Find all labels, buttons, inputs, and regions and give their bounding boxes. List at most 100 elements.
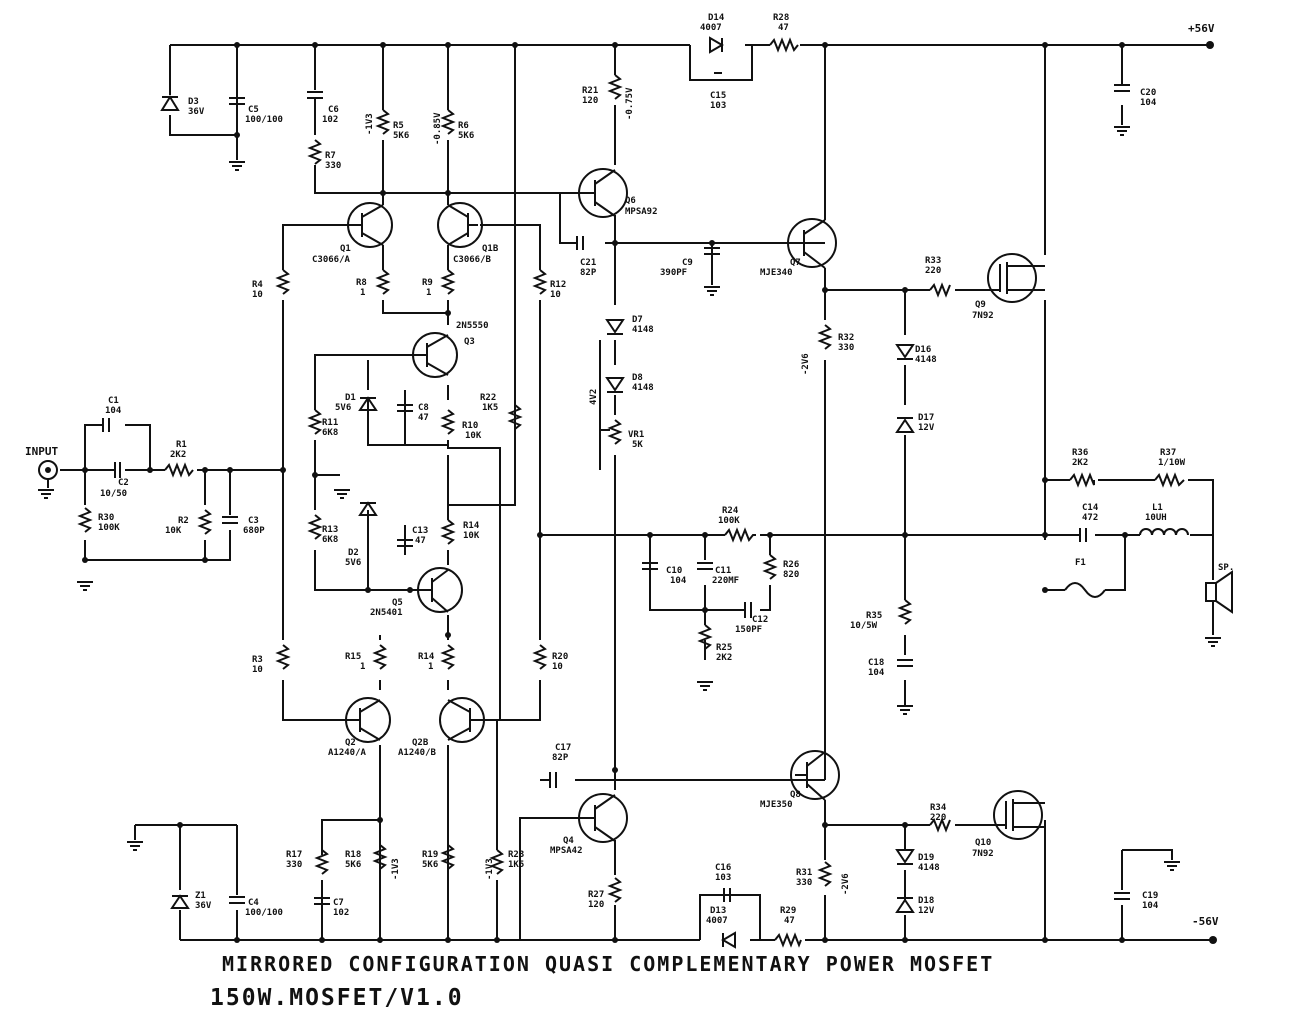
svg-text:C10: C10 — [666, 566, 682, 576]
svg-text:100K: 100K — [718, 516, 740, 526]
svg-text:Q10: Q10 — [975, 838, 991, 848]
svg-text:R5: R5 — [393, 121, 404, 131]
svg-text:100/100: 100/100 — [245, 908, 283, 918]
svg-text:R13: R13 — [322, 525, 338, 535]
svg-text:D19: D19 — [918, 853, 934, 863]
svg-text:103: 103 — [715, 873, 731, 883]
svg-text:R27: R27 — [588, 890, 604, 900]
svg-text:820: 820 — [783, 570, 799, 580]
speaker — [1205, 570, 1233, 614]
wiring — [60, 44, 1214, 941]
svg-text:1: 1 — [428, 662, 433, 672]
ground-symbols — [37, 126, 1222, 871]
svg-text:C16: C16 — [715, 863, 731, 873]
pos-rail-label: +56V — [1188, 22, 1215, 35]
svg-text:104: 104 — [1142, 901, 1159, 911]
svg-text:5V6: 5V6 — [335, 403, 351, 413]
svg-text:100K: 100K — [98, 523, 120, 533]
svg-text:C17: C17 — [555, 743, 571, 753]
svg-text:5K6: 5K6 — [458, 131, 474, 141]
svg-text:C19: C19 — [1142, 891, 1158, 901]
svg-text:Q9: Q9 — [975, 300, 986, 310]
svg-text:104: 104 — [670, 576, 687, 586]
svg-text:4148: 4148 — [915, 355, 937, 365]
rail-terminals — [1206, 41, 1217, 944]
svg-text:Q7: Q7 — [790, 258, 801, 268]
input-jack[interactable] — [38, 460, 58, 488]
svg-text:220: 220 — [925, 266, 941, 276]
svg-text:680P: 680P — [243, 526, 265, 536]
svg-text:R30: R30 — [98, 513, 114, 523]
svg-text:10UH: 10UH — [1145, 513, 1167, 523]
svg-text:VR1: VR1 — [628, 430, 644, 440]
svg-text:100/100: 100/100 — [245, 115, 283, 125]
fuse-f1 — [1064, 582, 1106, 598]
svg-text:R20: R20 — [552, 652, 568, 662]
svg-text:47: 47 — [778, 23, 789, 33]
svg-text:Q2: Q2 — [345, 738, 356, 748]
svg-text:5V6: 5V6 — [345, 558, 361, 568]
svg-text:12V: 12V — [918, 906, 935, 916]
svg-text:104: 104 — [105, 406, 122, 416]
svg-text:R19: R19 — [422, 850, 438, 860]
neg-rail-label: -56V — [1192, 915, 1219, 928]
svg-text:R24: R24 — [722, 506, 739, 516]
svg-text:R25: R25 — [716, 643, 732, 653]
svg-text:390PF: 390PF — [660, 268, 687, 278]
voltage-note: -2V6 — [801, 353, 811, 375]
svg-text:2K2: 2K2 — [1072, 458, 1088, 468]
svg-text:C1: C1 — [108, 396, 119, 406]
svg-text:C3066/A: C3066/A — [312, 255, 351, 265]
svg-text:10/50: 10/50 — [100, 489, 127, 499]
svg-text:R2: R2 — [178, 516, 189, 526]
svg-text:1: 1 — [360, 662, 365, 672]
svg-text:R22: R22 — [480, 393, 496, 403]
svg-text:L1: L1 — [1152, 503, 1163, 513]
svg-text:R10: R10 — [462, 421, 478, 431]
svg-text:D2: D2 — [348, 548, 359, 558]
svg-text:C14: C14 — [1082, 503, 1099, 513]
svg-text:47: 47 — [415, 536, 426, 546]
svg-text:D13: D13 — [710, 906, 726, 916]
voltage-note: -2V6 — [841, 873, 851, 895]
svg-text:R6: R6 — [458, 121, 469, 131]
svg-text:C3: C3 — [248, 516, 259, 526]
transistor-q1 — [347, 202, 393, 248]
svg-text:R32: R32 — [838, 333, 854, 343]
transistor-q5 — [417, 567, 463, 613]
label-r9: R91 — [422, 278, 433, 298]
svg-text:1: 1 — [426, 288, 431, 298]
svg-text:330: 330 — [838, 343, 854, 353]
svg-text:1: 1 — [360, 288, 365, 298]
svg-text:C9: C9 — [682, 258, 693, 268]
svg-text:D16: D16 — [915, 345, 931, 355]
svg-text:C5: C5 — [248, 105, 259, 115]
svg-text:D17: D17 — [918, 413, 934, 423]
